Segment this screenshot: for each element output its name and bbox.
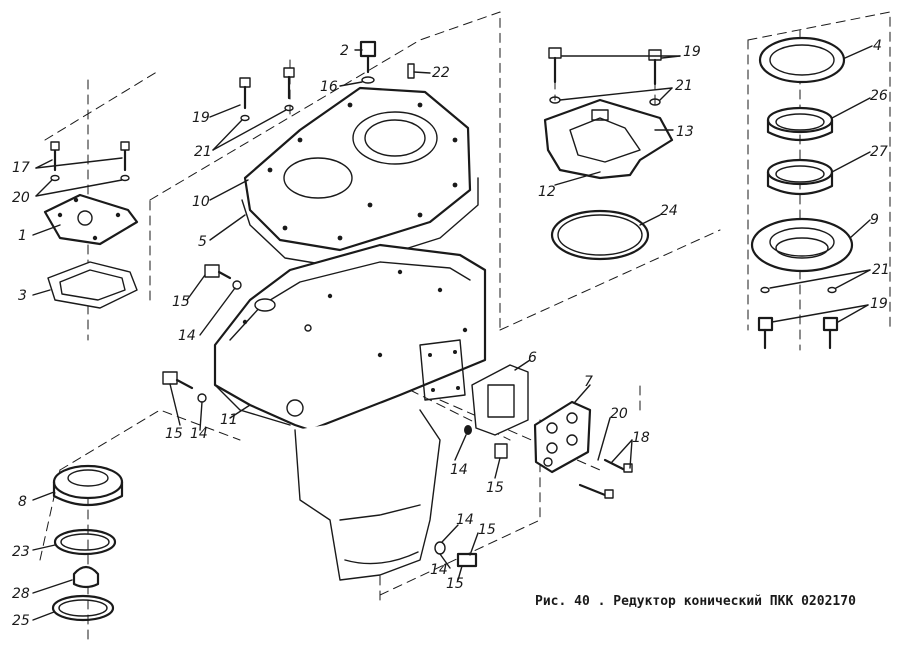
label-14c: 14 [450,462,468,478]
ring-part-25 [51,594,115,622]
label-16: 16 [320,79,338,95]
label-20: 20 [12,190,30,206]
gasket-part-4 [758,36,846,84]
gasket-part-6 [471,364,529,436]
label-7: 7 [584,374,593,390]
label-17: 17 [12,160,30,176]
label-26: 26 [870,88,888,104]
plug-part-2 [359,40,415,84]
label-14b: 14 [190,426,208,442]
label-19b: 19 [683,44,701,60]
ring-part-23 [53,528,117,556]
label-28: 28 [12,586,30,602]
label-3: 3 [18,288,27,304]
label-6: 6 [528,350,537,366]
label-15c: 15 [486,480,504,496]
bolts-part-19-bottom [757,286,839,350]
label-10: 10 [192,194,210,210]
label-1: 1 [18,228,27,244]
bolt-part-15 [162,264,508,568]
label-4: 4 [873,38,882,54]
label-23: 23 [12,544,30,560]
flange-part-9 [750,217,854,273]
label-20b: 20 [610,406,628,422]
figure-caption: Рис. 40 . Редуктор конический ПКК 020217… [535,594,856,609]
plug-part-28 [72,565,100,589]
label-21b: 21 [675,78,693,94]
label-11: 11 [220,412,238,428]
label-22: 22 [432,65,450,81]
label-21a: 21 [194,144,212,160]
label-14e: 14 [430,562,448,578]
cover-part-8 [52,464,124,506]
label-15e: 15 [446,576,464,592]
label-2: 2 [340,43,349,59]
cover-part-12-13 [543,98,674,180]
label-13: 13 [676,124,694,140]
bolts-part-19-left [239,67,295,122]
label-12: 12 [538,184,556,200]
label-19c: 19 [870,296,888,312]
cover-plate-part-1 [43,193,139,246]
label-8: 8 [18,494,27,510]
leader-lines [32,45,873,621]
part-labels: 1 3 17 20 2 16 22 19 21 10 5 15 14 11 15… [12,38,890,629]
label-18: 18 [632,430,650,446]
label-14a: 14 [178,328,196,344]
label-5: 5 [198,234,207,250]
label-15d: 15 [478,522,496,538]
label-14d: 14 [456,512,474,528]
o-ring-part-24 [550,209,650,261]
label-25: 25 [12,613,30,629]
bolts-part-18 [578,458,633,499]
label-9: 9 [870,212,879,228]
label-27: 27 [870,144,888,160]
cover-plate-part-7 [533,400,592,474]
gasket-part-3 [47,261,138,309]
seal-part-26 [766,106,834,142]
label-15a: 15 [172,294,190,310]
label-21c: 21 [872,262,890,278]
label-24: 24 [660,203,678,219]
label-19a: 19 [192,110,210,126]
flange-plate-part-10 [243,86,472,252]
gearbox-housing-part-11 [213,243,487,581]
bolts-part-19-right [548,47,662,106]
label-15b: 15 [165,426,183,442]
